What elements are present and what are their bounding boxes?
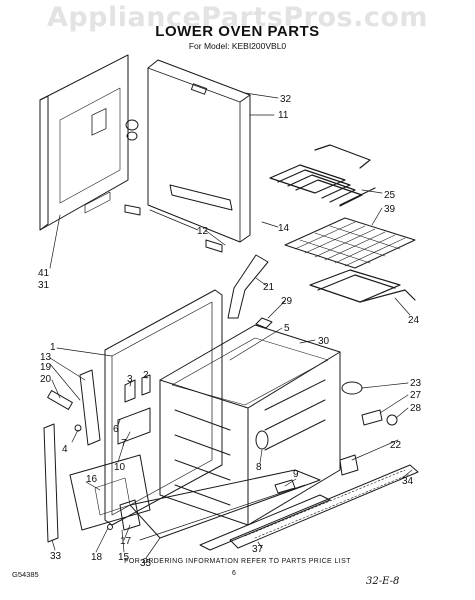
- callout-39: 39: [384, 204, 396, 215]
- ordering-note: FOR ORDERING INFORMATION REFER TO PARTS …: [124, 558, 351, 565]
- callout-23: 23: [410, 378, 422, 389]
- callout-5: 5: [284, 323, 290, 334]
- callout-17: 17: [120, 536, 132, 547]
- leader-lines: [49, 92, 413, 559]
- callout-29: 29: [281, 296, 293, 307]
- model-line: For Model: KEBI200VBL0: [188, 41, 287, 51]
- page-number: 6: [232, 570, 236, 577]
- oven-rack: [284, 217, 416, 269]
- callout-9: 9: [293, 469, 299, 480]
- callout-12: 12: [197, 226, 209, 237]
- callout-30: 30: [318, 336, 330, 347]
- callout-21: 21: [263, 282, 275, 293]
- callout-15: 15: [118, 552, 130, 563]
- callout-24: 24: [408, 315, 420, 326]
- callout-20: 20: [40, 374, 52, 385]
- callout-41: 41: [38, 268, 50, 279]
- broil-element: [269, 144, 376, 207]
- callout-6: 6: [113, 424, 119, 435]
- rear-panel: [39, 54, 129, 231]
- oven-liner: [159, 324, 341, 526]
- drawing-code: G54385: [12, 570, 39, 579]
- bottom-vent-grille: [229, 464, 419, 549]
- diagram-title: LOWER OVEN PARTS: [155, 23, 320, 40]
- callout-22: 22: [390, 440, 402, 451]
- callout-27: 27: [410, 390, 422, 401]
- front-frame: [104, 289, 223, 526]
- callout-13: 13: [40, 352, 52, 363]
- callout-33: 33: [50, 551, 62, 562]
- callout-2: 2: [143, 370, 149, 381]
- callout-25: 25: [384, 190, 396, 201]
- callout-3: 3: [127, 374, 133, 385]
- right-components: [274, 381, 398, 494]
- callout-11: 11: [278, 110, 289, 121]
- callout-1: 1: [50, 342, 56, 353]
- callout-8: 8: [256, 462, 262, 473]
- bake-element: [309, 269, 416, 303]
- hinge-assembly: [69, 454, 151, 531]
- callout-10: 10: [114, 462, 126, 473]
- callout-35: 35: [140, 558, 152, 569]
- bottom-pan: [129, 469, 331, 551]
- handwritten-note: 32-E-8: [366, 576, 400, 587]
- callout-16: 16: [86, 474, 98, 485]
- callout-14: 14: [278, 223, 290, 234]
- callout-32: 32: [280, 94, 292, 105]
- left-components: [47, 369, 151, 446]
- callout-28: 28: [410, 403, 422, 414]
- callout-7: 7: [121, 438, 127, 449]
- site-watermark: AppliancePartsPros.com: [46, 2, 429, 33]
- left-trim-strip: [43, 423, 59, 543]
- callout-19: 19: [40, 362, 52, 373]
- callout-34: 34: [402, 476, 414, 487]
- callout-31: 31: [38, 280, 50, 291]
- side-panel: [124, 59, 251, 253]
- callout-4: 4: [62, 444, 68, 455]
- callout-numbers: 32 11 25 39 14 12 41 31 21 29 24 5 30 1 …: [38, 94, 422, 569]
- callout-18: 18: [91, 552, 103, 563]
- callout-37: 37: [252, 544, 264, 555]
